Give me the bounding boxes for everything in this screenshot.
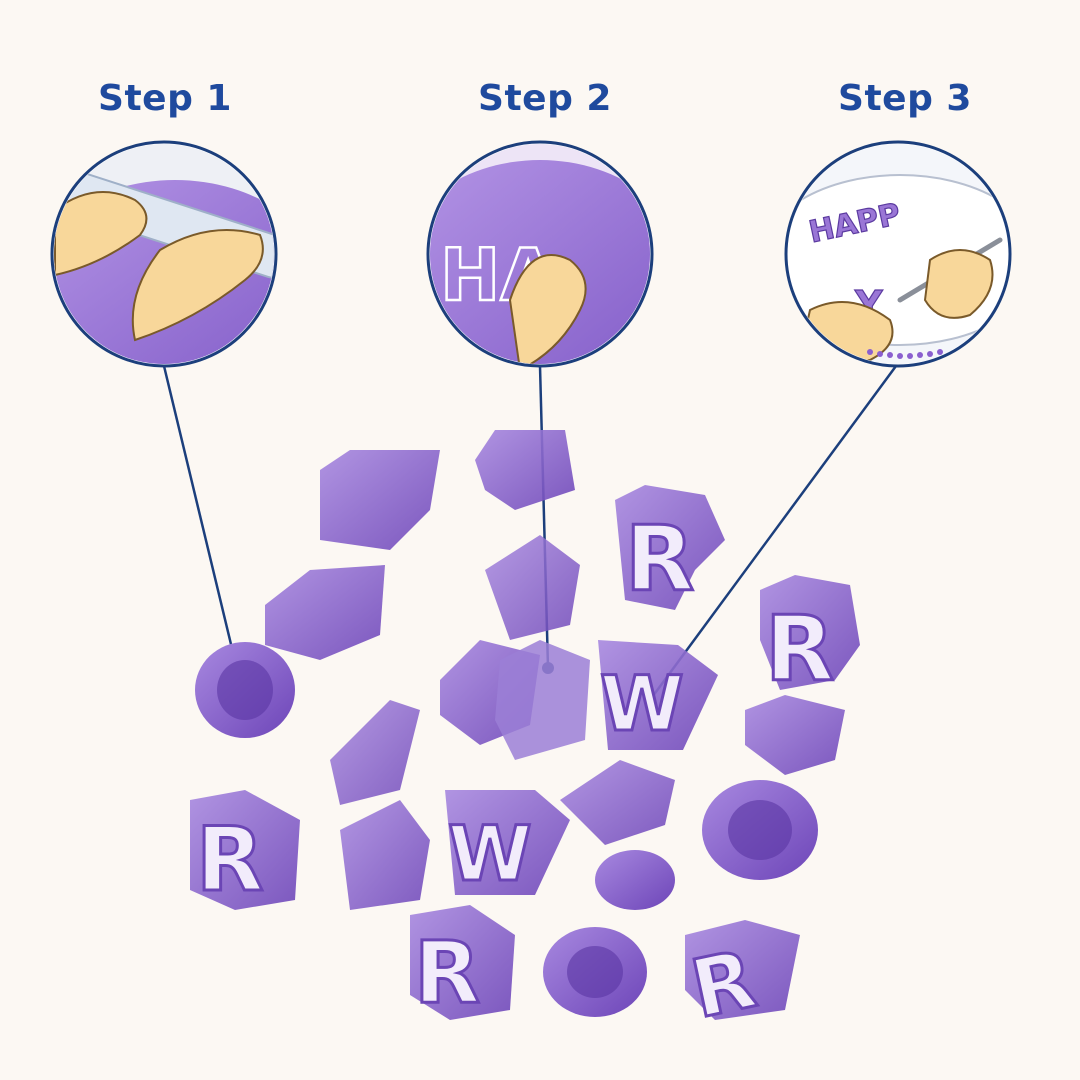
cutting-hand-icon — [508, 254, 587, 364]
cutter-piece — [320, 450, 440, 550]
cutter-letter-r: R — [765, 597, 834, 702]
cutter-piece — [485, 535, 580, 640]
cutter-piece — [760, 575, 860, 690]
cutter-piece — [265, 565, 385, 660]
cutter-letter-r: R — [414, 923, 480, 1023]
cutter-piece — [475, 430, 575, 510]
cutter-piece — [445, 790, 570, 895]
step-3-circle: HAPP Y — [784, 140, 1012, 368]
cutter-letter-r: R — [196, 808, 264, 911]
cutter-piece — [745, 695, 845, 775]
step-2-label: Step 2 — [478, 78, 612, 119]
right-hand-icon — [131, 229, 264, 342]
letter-cutters-pile: R R W R W R R — [190, 430, 860, 1038]
cutter-piece — [615, 485, 725, 610]
cutter-piece — [595, 850, 675, 910]
cutter-piece — [685, 920, 800, 1020]
step-1-circle — [50, 140, 278, 368]
left-hand-icon — [54, 191, 148, 277]
cutter-piece — [495, 640, 590, 760]
cutter-piece — [340, 800, 430, 910]
cutter-piece — [190, 790, 300, 910]
cutter-piece — [330, 700, 420, 805]
step-2-circle: HA — [426, 140, 654, 368]
cutter-piece — [410, 905, 515, 1020]
cutter-letter-w: W — [600, 659, 684, 748]
step-3-label: Step 3 — [838, 78, 972, 119]
step-1-label: Step 1 — [98, 78, 232, 119]
tool-hand-icon — [923, 249, 994, 319]
cutter-letter-w: W — [448, 809, 532, 898]
cutter-piece — [598, 640, 718, 750]
cutter-letter-r: R — [625, 507, 694, 612]
cutter-piece — [560, 760, 675, 845]
